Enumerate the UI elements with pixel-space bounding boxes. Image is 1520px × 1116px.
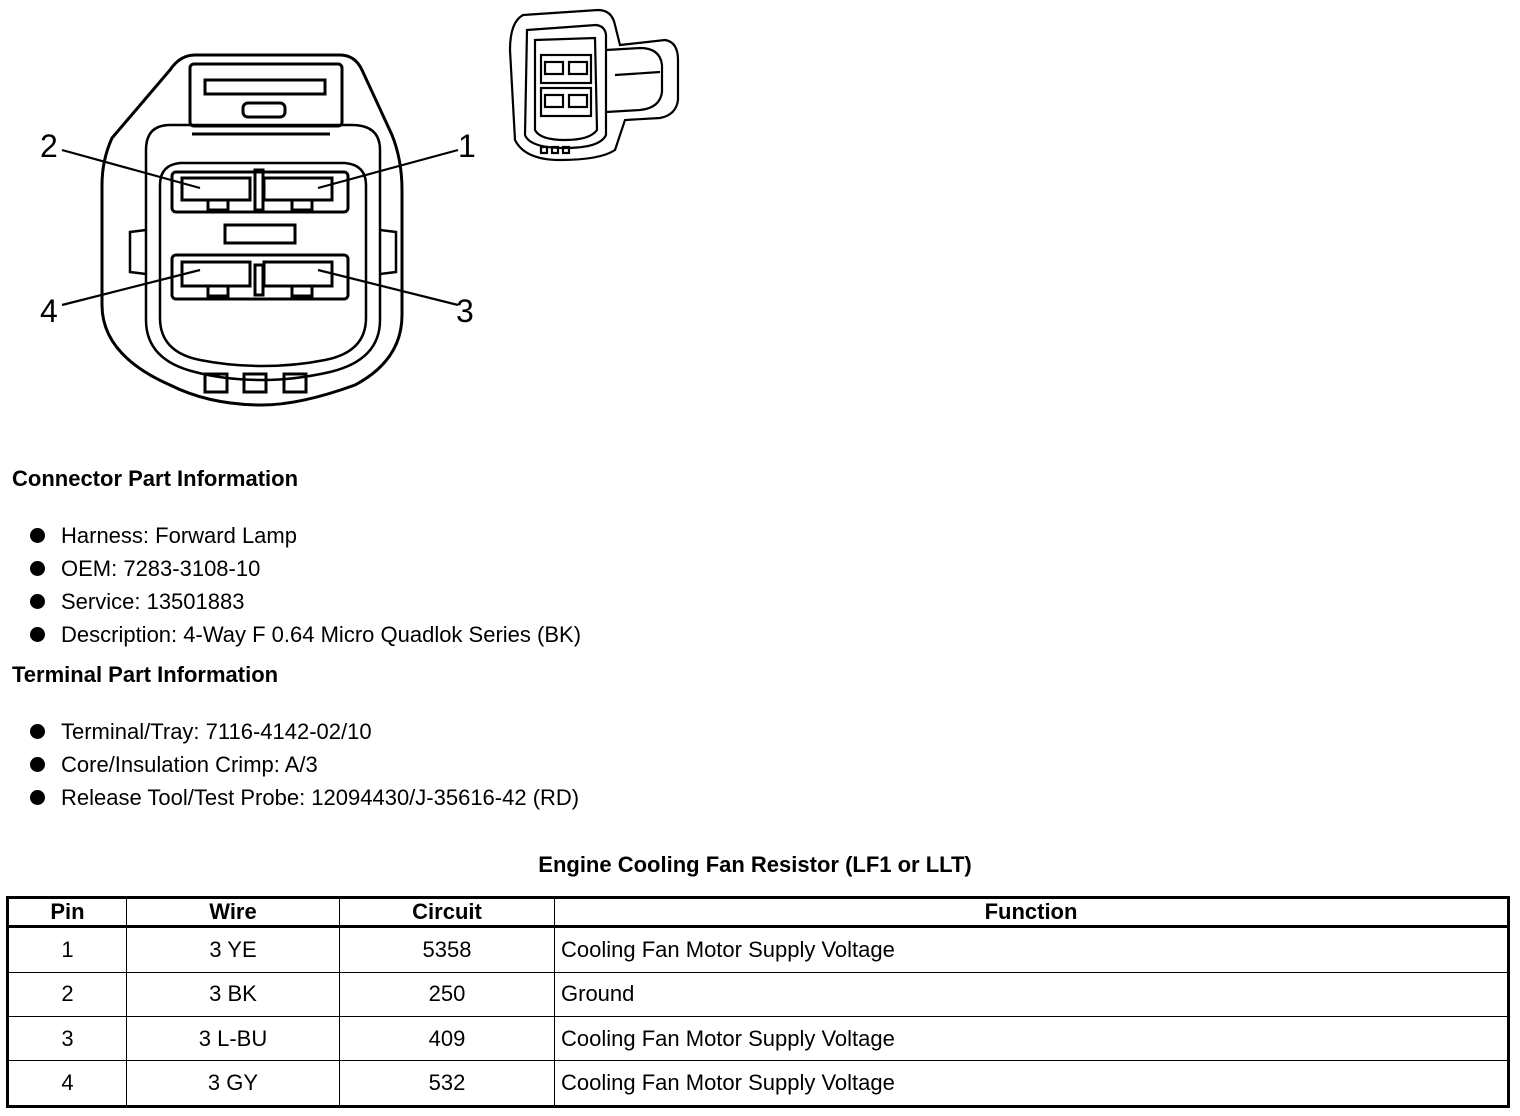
cell-function: Cooling Fan Motor Supply Voltage xyxy=(554,1015,1509,1062)
pin-2-lock xyxy=(206,198,230,212)
callout-pin-2: 2 xyxy=(40,128,58,164)
connector-outer-housing xyxy=(100,53,404,407)
terminal-pin-2 xyxy=(180,176,252,202)
center-key xyxy=(223,223,297,245)
list-item: OEM: 7283-3108-10 xyxy=(30,552,581,585)
connector-latch-key xyxy=(241,101,287,119)
connector-diagram: 2 1 4 3 xyxy=(40,8,680,407)
bottom-square-1 xyxy=(203,372,229,394)
header-wire: Wire xyxy=(126,897,340,928)
connector-perspective-view xyxy=(508,8,680,162)
cell-circuit: 409 xyxy=(339,1015,555,1062)
bottom-square-3 xyxy=(282,372,308,394)
cell-circuit: 532 xyxy=(339,1060,555,1107)
cell-circuit: 5358 xyxy=(339,926,555,973)
cell-pin: 4 xyxy=(7,1060,127,1107)
leader-line-pin-4 xyxy=(61,268,201,307)
table-row: 4 3 GY 532 Cooling Fan Motor Supply Volt… xyxy=(7,1060,1509,1107)
list-item: Service: 13501883 xyxy=(30,585,581,618)
header-function: Function xyxy=(554,897,1509,928)
table-title: Engine Cooling Fan Resistor (LF1 or LLT) xyxy=(538,852,972,877)
terminal-pin-3 xyxy=(262,260,334,288)
terminal-info-title: Terminal Part Information xyxy=(12,662,279,687)
list-item: Release Tool/Test Probe: 12094430/J-3561… xyxy=(30,781,579,814)
terminal-pin-1 xyxy=(262,176,334,202)
connector-info-title: Connector Part Information xyxy=(12,466,299,491)
cell-wire: 3 YE xyxy=(126,926,340,973)
connector-latch-slot xyxy=(203,78,327,96)
list-item: Core/Insulation Crimp: A/3 xyxy=(30,748,579,781)
terminal-info-list: Terminal/Tray: 7116-4142-02/10 Core/Insu… xyxy=(30,715,579,814)
pin-1-lock xyxy=(290,198,314,212)
leader-line-pin-1 xyxy=(317,148,459,190)
connector-right-tab xyxy=(379,228,398,276)
table-row: 2 3 BK 250 Ground xyxy=(7,971,1509,1017)
pin-3-lock xyxy=(290,284,314,298)
center-divider-top xyxy=(253,168,265,212)
leader-line-pin-2 xyxy=(61,148,201,190)
callout-pin-3: 3 xyxy=(456,293,474,329)
pinout-table: Pin Wire Circuit Function 1 3 YE 5358 Co… xyxy=(6,896,1510,1108)
list-item: Description: 4-Way F 0.64 Micro Quadlok … xyxy=(30,618,581,651)
bullet-icon xyxy=(30,528,45,543)
bullet-icon xyxy=(30,561,45,576)
cell-wire: 3 BK xyxy=(126,971,340,1017)
cell-circuit: 250 xyxy=(339,971,555,1017)
connector-info-list: Harness: Forward Lamp OEM: 7283-3108-10 … xyxy=(30,519,581,651)
connector-left-tab xyxy=(128,228,147,276)
callout-pin-4: 4 xyxy=(40,293,58,329)
cell-function: Cooling Fan Motor Supply Voltage xyxy=(554,926,1509,973)
list-item: Terminal/Tray: 7116-4142-02/10 xyxy=(30,715,579,748)
connector-cavity-wall xyxy=(158,161,368,368)
table-header-row: Pin Wire Circuit Function xyxy=(7,897,1509,928)
table-row: 3 3 L-BU 409 Cooling Fan Motor Supply Vo… xyxy=(7,1015,1509,1062)
bullet-icon xyxy=(30,724,45,739)
cell-pin: 2 xyxy=(7,971,127,1017)
bullet-icon xyxy=(30,790,45,805)
cell-function: Cooling Fan Motor Supply Voltage xyxy=(554,1060,1509,1107)
list-item: Harness: Forward Lamp xyxy=(30,519,581,552)
bullet-icon xyxy=(30,594,45,609)
callout-pin-1: 1 xyxy=(458,128,476,164)
center-divider-bottom xyxy=(253,263,265,297)
leader-line-pin-3 xyxy=(317,268,459,307)
connector-latch-frame xyxy=(188,62,344,128)
cell-wire: 3 L-BU xyxy=(126,1015,340,1062)
bottom-square-2 xyxy=(242,372,268,394)
connector-inner-wall xyxy=(144,123,382,382)
cell-function: Ground xyxy=(554,971,1509,1017)
bullet-icon xyxy=(30,757,45,772)
table-row: 1 3 YE 5358 Cooling Fan Motor Supply Vol… xyxy=(7,926,1509,973)
cell-wire: 3 GY xyxy=(126,1060,340,1107)
terminal-pin-4 xyxy=(180,260,252,288)
cavity-row-top xyxy=(170,170,350,214)
cell-pin: 1 xyxy=(7,926,127,973)
header-pin: Pin xyxy=(7,897,127,928)
bullet-icon xyxy=(30,627,45,642)
pin-4-lock xyxy=(206,284,230,298)
cell-pin: 3 xyxy=(7,1015,127,1062)
header-circuit: Circuit xyxy=(339,897,555,928)
